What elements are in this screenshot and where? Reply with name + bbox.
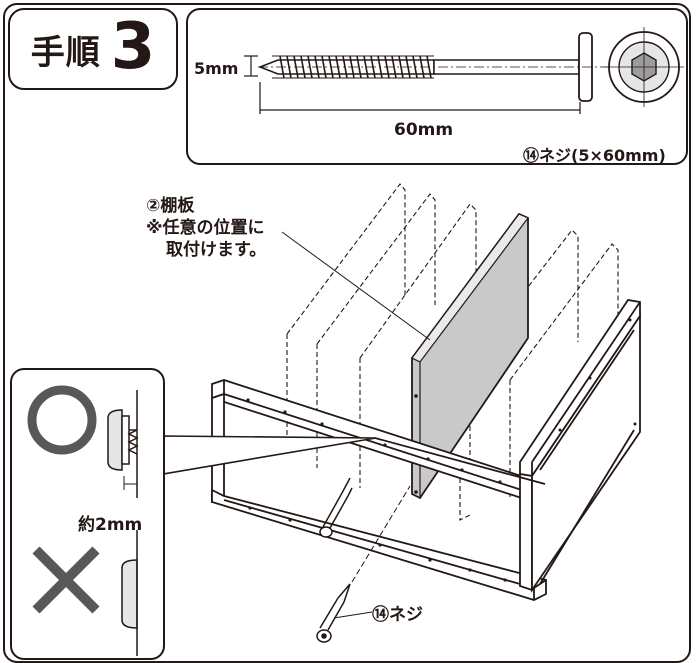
ng-mark-icon: [32, 546, 100, 614]
screw-spec-panel: 5mm 60mm ⑭ネジ(5×60mm): [186, 8, 688, 165]
detail-panel: 約2mm: [10, 368, 165, 660]
detail-drawing: [27, 385, 139, 656]
step-number: 3: [110, 10, 156, 84]
hex-socket-head-view: [604, 27, 684, 107]
ok-mark-icon: [27, 385, 97, 455]
loose-screw: [316, 583, 351, 643]
shelf-position-guides: [286, 183, 619, 521]
shelf-note-line2: 取付けます。: [166, 240, 267, 260]
gap-label: 約2mm: [78, 515, 143, 535]
step-label: 手順: [30, 32, 101, 73]
length-label: 60mm: [394, 120, 454, 140]
installed-screw: [319, 477, 353, 538]
screw-label: ⑭ネジ: [372, 605, 423, 625]
shelf-board: [411, 212, 529, 500]
screw-spec-drawing: [244, 27, 684, 114]
diameter-label: 5mm: [194, 59, 239, 78]
left-frame: [211, 379, 547, 601]
ok-screw-detail: [107, 390, 139, 498]
step-header: 手順 3: [8, 8, 178, 90]
frame-holes: [246, 398, 528, 582]
right-frame: [519, 299, 641, 593]
shelf-title: ②棚板: [146, 196, 195, 216]
ng-screw-detail: [121, 530, 138, 656]
shelf-note-line1: ※任意の位置に: [146, 218, 265, 238]
part-label: ⑭ネジ(5×60mm): [523, 146, 666, 165]
